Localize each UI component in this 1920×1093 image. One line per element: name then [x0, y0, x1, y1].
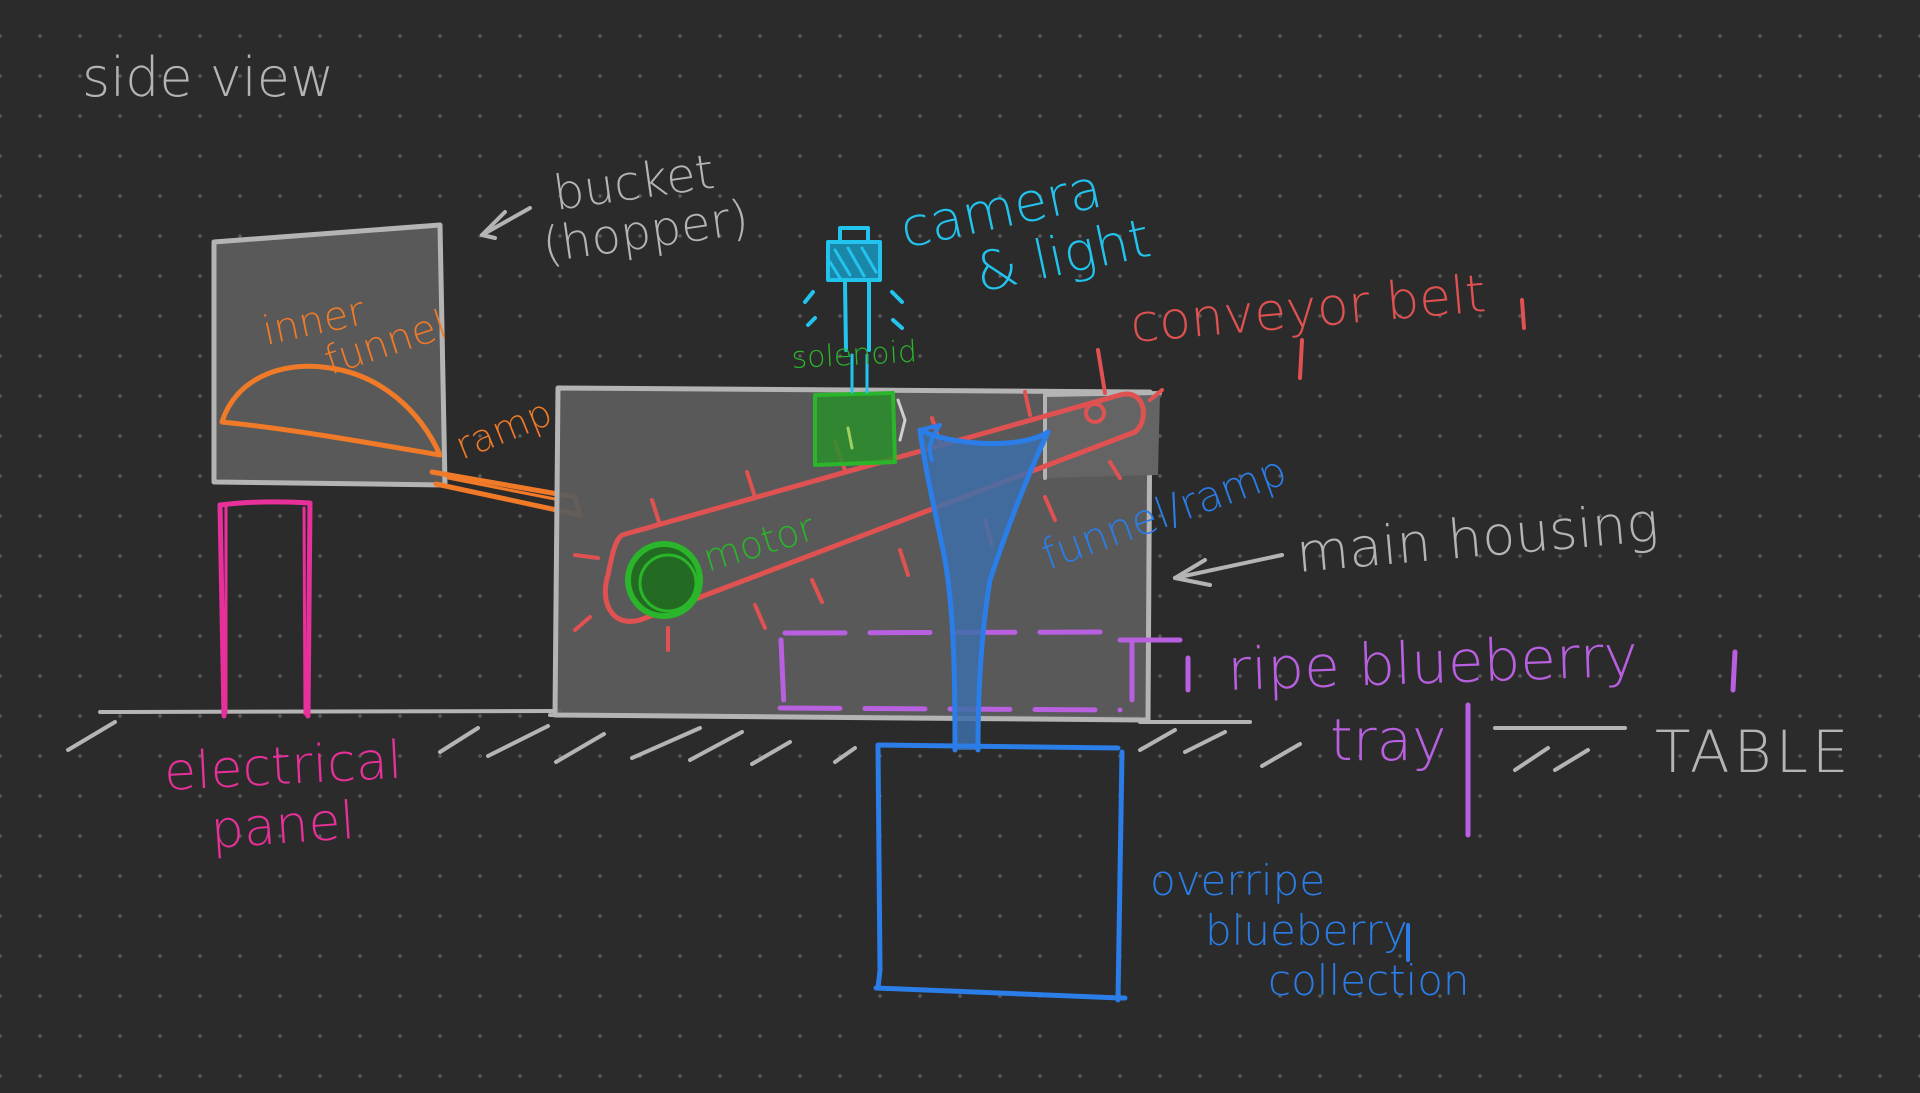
electrical-panel-label-line1: electrical: [163, 731, 404, 803]
main-housing-label: main housing: [1294, 491, 1661, 585]
ripe-blueberry-tray: [777, 629, 1183, 713]
ripe-tray-label-line1: ripe blueberry: [1226, 622, 1639, 704]
conveyor-belt-label: conveyor belt: [1128, 264, 1488, 355]
conveyor-leader: [1298, 298, 1526, 380]
ramp-label: ramp: [449, 390, 558, 468]
title-label: side view: [82, 46, 334, 109]
funnel-ramp: [917, 423, 1051, 753]
main-housing-arrow: [1173, 553, 1284, 587]
overripe-collection-box: [873, 742, 1128, 1003]
ripe-tray-bracket: [1185, 649, 1738, 838]
overripe-label-line3: collection: [1268, 956, 1470, 1005]
ripe-tray-label-line2: tray: [1330, 706, 1446, 774]
electrical-panel: [217, 499, 313, 719]
solenoid: [813, 391, 907, 467]
table-hatching: [66, 720, 1590, 772]
inner-funnel: [219, 363, 443, 458]
electrical-panel-label-line2: panel: [209, 791, 357, 861]
solenoid-label: solenoid: [791, 334, 918, 376]
overripe-label-line2: blueberry: [1205, 906, 1408, 955]
motor: [625, 541, 703, 619]
overripe-label-line1: overripe: [1150, 856, 1325, 905]
table-label: TABLE: [1655, 718, 1853, 786]
bucket-arrow: [480, 206, 532, 240]
camera-light: [803, 226, 904, 394]
